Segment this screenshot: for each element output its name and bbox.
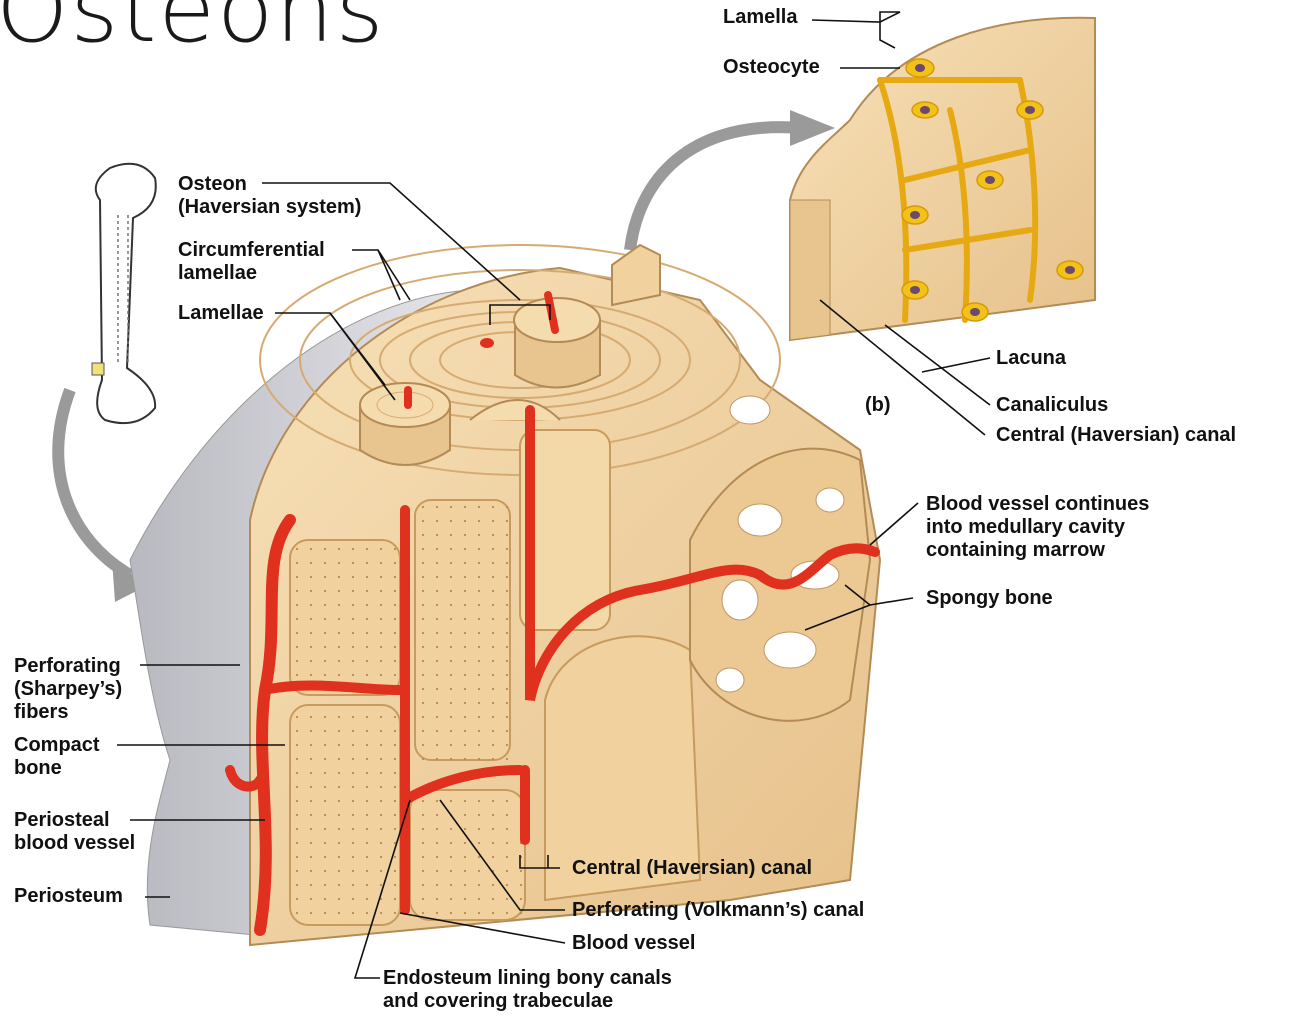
label-osteocyte: Osteocyte — [723, 56, 820, 79]
inset-panel-b — [612, 18, 1095, 340]
label-canaliculus: Canaliculus — [996, 394, 1108, 417]
label-blood-vessel-continues: Blood vessel continues into medullary ca… — [926, 493, 1149, 562]
panel-letter-b: (b) — [865, 394, 891, 417]
label-perforating-canal: Perforating (Volkmann’s) canal — [572, 899, 864, 922]
label-blood-vessel-continues-line3: containing marrow — [926, 539, 1149, 562]
label-perforating-fibers-line3: fibers — [14, 701, 122, 724]
zoom-arrow-right — [630, 127, 800, 250]
label-central-canal: Central (Haversian) canal — [572, 857, 812, 880]
label-blood-vessel-continues-line1: Blood vessel continues — [926, 493, 1149, 516]
label-osteon-line1: Osteon — [178, 173, 361, 196]
label-compact-bone: Compact bone — [14, 734, 100, 780]
label-blood-vessel-continues-line2: into medullary cavity — [926, 516, 1149, 539]
label-central-canal-b: Central (Haversian) canal — [996, 424, 1236, 447]
label-compact-bone-line1: Compact — [14, 734, 100, 757]
label-spongy-bone: Spongy bone — [926, 587, 1053, 610]
label-perforating-fibers-line1: Perforating — [14, 655, 122, 678]
label-osteon: Osteon (Haversian system) — [178, 173, 361, 219]
label-perforating-fibers: Perforating (Sharpey’s) fibers — [14, 655, 122, 724]
label-lacuna: Lacuna — [996, 347, 1066, 370]
label-lamellae: Lamellae — [178, 302, 264, 325]
label-periosteum: Periosteum — [14, 885, 123, 908]
label-perforating-fibers-line2: (Sharpey’s) — [14, 678, 122, 701]
label-endosteum-line2: and covering trabeculae — [383, 990, 672, 1013]
label-circumferential-lamellae: Circumferential lamellae — [178, 239, 325, 285]
label-endosteum: Endosteum lining bony canals and coverin… — [383, 967, 672, 1013]
label-circumferential-line2: lamellae — [178, 262, 325, 285]
label-periosteal-line2: blood vessel — [14, 832, 135, 855]
label-lamella: Lamella — [723, 6, 797, 29]
label-periosteal-line1: Periosteal — [14, 809, 135, 832]
label-blood-vessel: Blood vessel — [572, 932, 695, 955]
label-endosteum-line1: Endosteum lining bony canals — [383, 967, 672, 990]
label-periosteal-blood-vessel: Periosteal blood vessel — [14, 809, 135, 855]
femur-thumbnail — [92, 164, 156, 423]
label-osteon-line2: (Haversian system) — [178, 196, 361, 219]
label-circumferential-line1: Circumferential — [178, 239, 325, 262]
label-compact-bone-line2: bone — [14, 757, 100, 780]
